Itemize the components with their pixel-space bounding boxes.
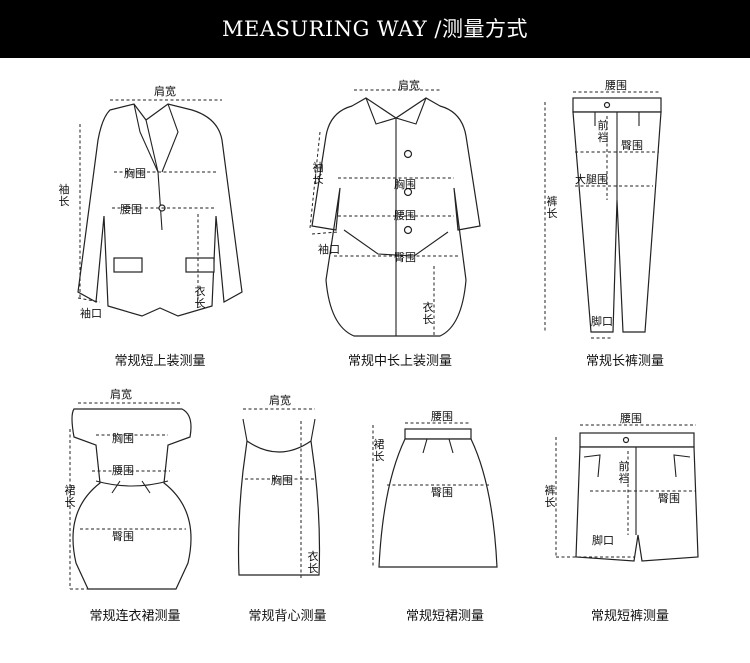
body-length-label: 衣长 [422,301,434,326]
camisole-drawing [237,408,321,579]
cuff-label: 袖口 [318,243,340,256]
short-skirt-drawing [372,422,498,568]
short-skirt-diagram: 腰围 臀围 裙长 常规短裙测量 [365,385,525,630]
caption: 常规背心测量 [248,609,327,624]
length-label: 裤长 [544,484,556,509]
chest-label: 胸围 [112,432,134,445]
shoulder-label: 肩宽 [154,85,176,98]
shorts-drawing [555,424,699,562]
length-label: 裙长 [373,438,385,463]
caption: 常规长裤测量 [585,354,664,369]
waist-label: 腰围 [394,209,416,222]
caption: 常规短上装测量 [114,354,206,369]
dress-diagram: 肩宽 胸围 腰围 臀围 裙长 常规连衣裙测量 [50,385,220,630]
hem-label: 脚口 [592,534,614,547]
short-jacket-drawing [77,99,243,317]
dress-drawing [69,402,192,590]
caption: 常规短裙测量 [405,609,484,624]
body-length-label: 衣长 [307,550,319,575]
chest-label: 胸围 [271,474,293,487]
hip-label: 臀围 [621,139,643,152]
caption: 常规短裤测量 [590,609,669,624]
short-jacket-diagram: 肩宽 胸围 腰围 袖长 袖口 衣长 常规短上装测量 [50,80,270,369]
hip-label: 臀围 [658,492,680,505]
long-trousers-drawing [544,91,662,339]
long-trousers-diagram: 腰围 前裆 臀围 大腿围 裤长 脚口 常规长裤测量 [525,79,725,369]
shoulder-label: 肩宽 [110,388,132,401]
length-label: 裤长 [546,195,558,220]
hip-label: 臀围 [394,251,416,264]
caption: 常规连衣裙测量 [89,609,181,624]
shoulder-label: 肩宽 [269,394,291,407]
waist-label: 腰围 [605,79,627,92]
rise-label: 前裆 [597,119,609,144]
waist-label: 腰围 [120,203,142,216]
hip-label: 臀围 [431,486,453,499]
sleeve-length-label: 袖长 [58,183,70,208]
rise-label: 前裆 [618,460,630,485]
chest-label: 胸围 [394,178,416,191]
sleeve-length-label: 袖长 [312,161,324,186]
waist-label: 腰围 [620,412,642,425]
mid-length-coat-drawing [309,89,481,337]
waist-label: 腰围 [112,464,134,477]
mid-length-coat-diagram: 肩宽 胸围 腰围 臀围 袖长 袖口 衣长 常规中长上装测量 [290,79,510,369]
cuff-label: 袖口 [80,307,102,320]
shoulder-label: 肩宽 [398,79,420,92]
thigh-label: 大腿围 [575,173,608,186]
chest-label: 胸围 [124,167,146,180]
caption: 常规中长上装测量 [347,354,452,369]
waist-label: 腰围 [431,410,453,423]
body-length-label: 衣长 [194,285,206,310]
hip-label: 臀围 [112,530,134,543]
length-label: 裙长 [64,484,76,509]
header-bar: MEASURING WAY /测量方式 [0,0,750,58]
camisole-diagram: 肩宽 胸围 衣长 常规背心测量 [205,385,370,630]
page-title: MEASURING WAY /测量方式 [222,17,528,41]
hem-label: 脚口 [591,315,613,328]
shorts-diagram: 腰围 前裆 臀围 裤长 脚口 常规短裤测量 [530,385,730,630]
